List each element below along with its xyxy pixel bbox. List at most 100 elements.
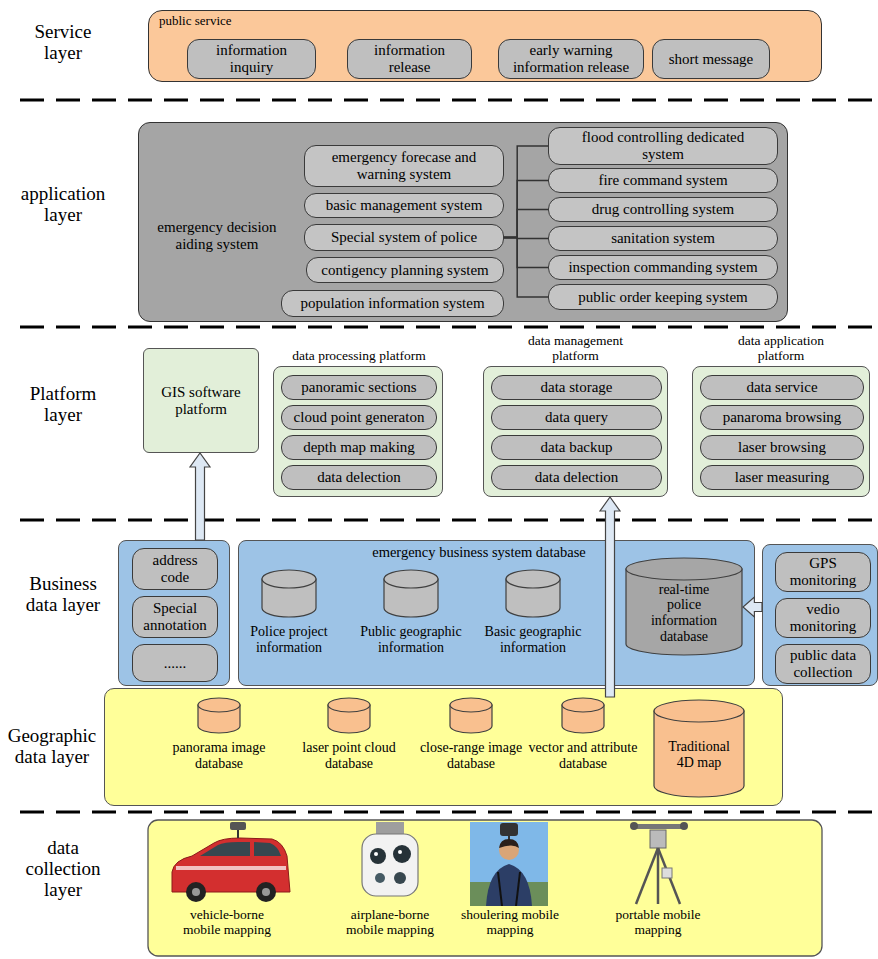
- bracket-connector: [504, 210, 548, 238]
- tripod-illustration: [632, 824, 686, 829]
- person-illustration: [500, 823, 518, 836]
- car-illustration: [176, 866, 286, 870]
- sensor-illustration: [374, 852, 378, 856]
- database-panel: emergency business system databasePolice…: [238, 540, 755, 686]
- cylinder-top: [198, 698, 240, 712]
- sensor-illustration: [375, 873, 385, 883]
- platform-panel: data management platformdata storagedata…: [483, 366, 668, 497]
- node-label: Public geographic information: [351, 624, 471, 655]
- cylinder-shape: [561, 697, 605, 735]
- function-box: data query: [491, 405, 662, 430]
- node-label: depth map making: [303, 439, 415, 456]
- block-arrow: [190, 453, 210, 540]
- function-box: basic management system: [304, 193, 504, 218]
- platform-panel: data application platformdata servicepan…: [692, 366, 870, 497]
- device-caption: portable mobile mapping: [603, 908, 713, 938]
- data-panel: address codeSpecial annotation......: [118, 540, 230, 686]
- layer-divider: [20, 99, 878, 102]
- tripod-illustration: [658, 848, 680, 904]
- person-illustration: [516, 872, 520, 906]
- function-box: data backup: [491, 435, 662, 460]
- layer-label: Business data layer: [13, 574, 113, 616]
- collection-panel: [148, 820, 822, 956]
- node-label: cloud point generaton: [294, 409, 425, 426]
- function-box: population information system: [281, 290, 504, 317]
- car-illustration: [186, 882, 206, 902]
- person-illustration: [499, 840, 519, 860]
- cylinder-shape: [327, 697, 371, 735]
- node-label: population information system: [300, 295, 484, 312]
- car-illustration: [192, 888, 200, 896]
- person-illustration: [470, 822, 548, 906]
- database-cylinder: real-time police information database: [625, 557, 743, 657]
- function-box: data delection: [491, 465, 662, 490]
- database-cylinder: panorama image database: [156, 697, 282, 771]
- layer-label: data collection layer: [13, 838, 113, 901]
- person-illustration: [498, 872, 502, 906]
- sensor-illustration: [393, 845, 411, 863]
- layer-divider: [20, 326, 878, 329]
- database-cylinder: close-range image database: [415, 697, 527, 771]
- node-label: data storage: [540, 379, 612, 396]
- database-cylinder: vector and attribute database: [527, 697, 639, 771]
- car-illustration: [262, 888, 270, 896]
- node-label: close-range image database: [415, 740, 527, 771]
- layer-label-box: application layer: [8, 184, 118, 226]
- function-box: short message: [652, 39, 770, 79]
- layer-label-box: Service layer: [18, 22, 108, 64]
- function-box: data delection: [281, 465, 437, 490]
- function-box: flood controlling dedicated system: [548, 127, 778, 165]
- sensor-illustration: [394, 872, 406, 884]
- caption-box: portable mobile mapping: [603, 908, 713, 938]
- cylinder-body: [654, 711, 744, 797]
- cylinder-top: [626, 558, 742, 580]
- bracket-connector: [504, 181, 548, 238]
- layer-label-box: data collection layer: [13, 838, 113, 901]
- layer-label-box: Geographic data layer: [4, 726, 100, 768]
- cylinder-top: [562, 698, 604, 712]
- cylinder-top: [328, 698, 370, 712]
- application-panel: emergency decision aiding systememergenc…: [138, 122, 788, 322]
- car-illustration: [172, 838, 290, 892]
- node-label: flood controlling dedicated system: [568, 129, 758, 163]
- function-box: laser browsing: [700, 435, 864, 460]
- function-box: data storage: [491, 375, 662, 400]
- node-label: data processing platform: [274, 348, 444, 363]
- node-label: Police project information: [241, 624, 337, 655]
- function-box: vedio monitoring: [775, 598, 871, 638]
- node-label: drug controlling system: [592, 201, 735, 218]
- node-label: early warning information release: [508, 42, 634, 76]
- node-label: laser point cloud database: [291, 740, 407, 771]
- node-label: ......: [164, 655, 187, 672]
- node-label: information inquiry: [202, 42, 302, 76]
- cylinder-top: [384, 570, 438, 588]
- node-label: Special system of police: [331, 229, 477, 246]
- function-box: laser measuring: [700, 465, 864, 490]
- layer-label-box: Platform layer: [13, 384, 113, 426]
- bracket-connector: [504, 238, 548, 268]
- device-caption: shoulering mobile mapping: [455, 908, 565, 938]
- node-label: panoramic sections: [301, 379, 416, 396]
- node-label: fire command system: [598, 172, 727, 189]
- node-label: real-time police information database: [642, 582, 726, 645]
- function-box: information inquiry: [187, 39, 316, 79]
- node-label: data backup: [540, 439, 612, 456]
- function-box: panoramic sections: [281, 375, 437, 400]
- tripod-illustration: [630, 822, 688, 904]
- function-box: fire command system: [548, 168, 778, 193]
- layer-label: Geographic data layer: [4, 726, 100, 768]
- function-box: panaroma browsing: [700, 405, 864, 430]
- person-illustration: [470, 822, 548, 906]
- function-box: sanitation system: [548, 226, 778, 251]
- layer-label: Platform layer: [13, 384, 113, 426]
- car-illustration: [254, 842, 281, 856]
- node-label: emergency decision aiding system: [147, 219, 287, 253]
- node-label: vedio monitoring: [783, 601, 863, 635]
- function-box: inspection commanding system: [548, 255, 778, 280]
- layer-label: application layer: [8, 184, 118, 226]
- caption-box: shoulering mobile mapping: [455, 908, 565, 938]
- car-illustration: [237, 829, 239, 838]
- tripod-illustration: [630, 822, 638, 830]
- function-box: address code: [132, 548, 218, 590]
- cylinder-shape: [261, 569, 317, 619]
